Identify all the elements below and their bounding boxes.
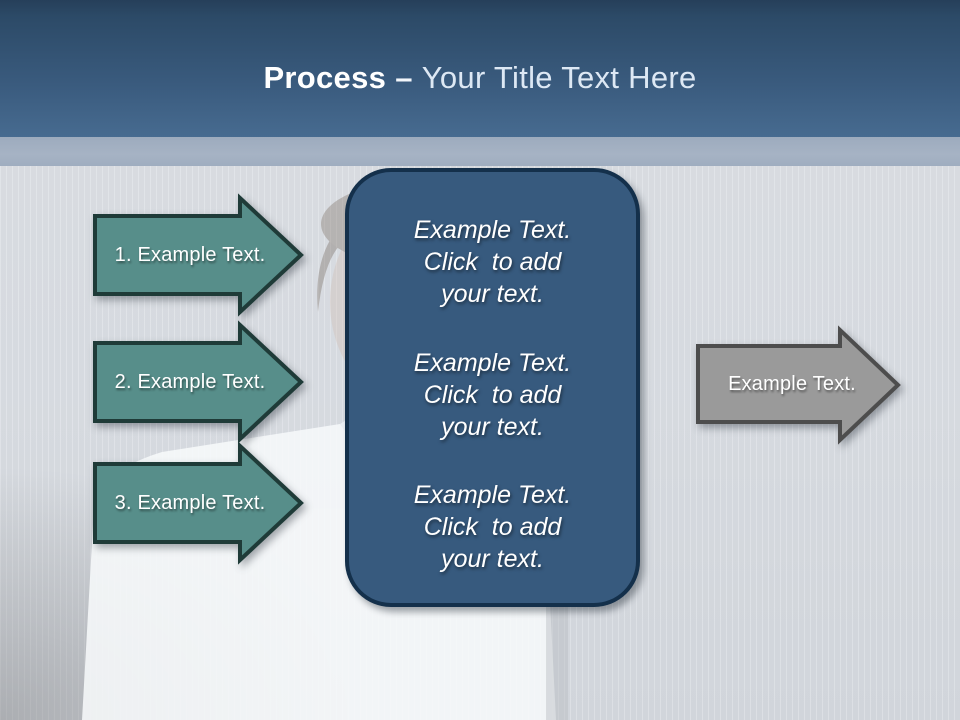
output-arrow-label: Example Text. [728, 372, 856, 395]
right-arrow-shape-icon [93, 193, 304, 317]
panel-text-block-1[interactable]: Example Text. Click to add your text. [413, 216, 572, 308]
panel-text-block-3[interactable]: Example Text. Click to add your text. [413, 481, 572, 573]
slide-header: Process–Your Title Text Here [0, 0, 960, 137]
process-step-label: 1. Example Text. [114, 243, 266, 266]
process-step-label: 2. Example Text. [114, 370, 266, 393]
slide-title: Process–Your Title Text Here [263, 60, 696, 96]
right-arrow-shape-icon [93, 320, 304, 444]
slide-title-separator: – [395, 59, 413, 95]
right-arrow-shape-icon [93, 441, 304, 565]
right-arrow-shape-icon [696, 325, 901, 445]
process-step-arrow-1[interactable]: 1. Example Text. [93, 193, 305, 317]
slide-title-text: Your Title Text Here [421, 59, 697, 95]
center-text-panel[interactable]: Example Text. Click to add your text. Ex… [345, 168, 640, 607]
process-step-arrow-3[interactable]: 3. Example Text. [93, 441, 305, 565]
process-step-arrow-2[interactable]: 2. Example Text. [93, 320, 305, 444]
output-arrow[interactable]: Example Text. [696, 325, 901, 445]
slide-title-keyword: Process [263, 59, 387, 95]
panel-text-block-2[interactable]: Example Text. Click to add your text. [413, 348, 572, 441]
header-divider-strip [0, 137, 960, 166]
process-step-label: 3. Example Text. [114, 491, 266, 514]
